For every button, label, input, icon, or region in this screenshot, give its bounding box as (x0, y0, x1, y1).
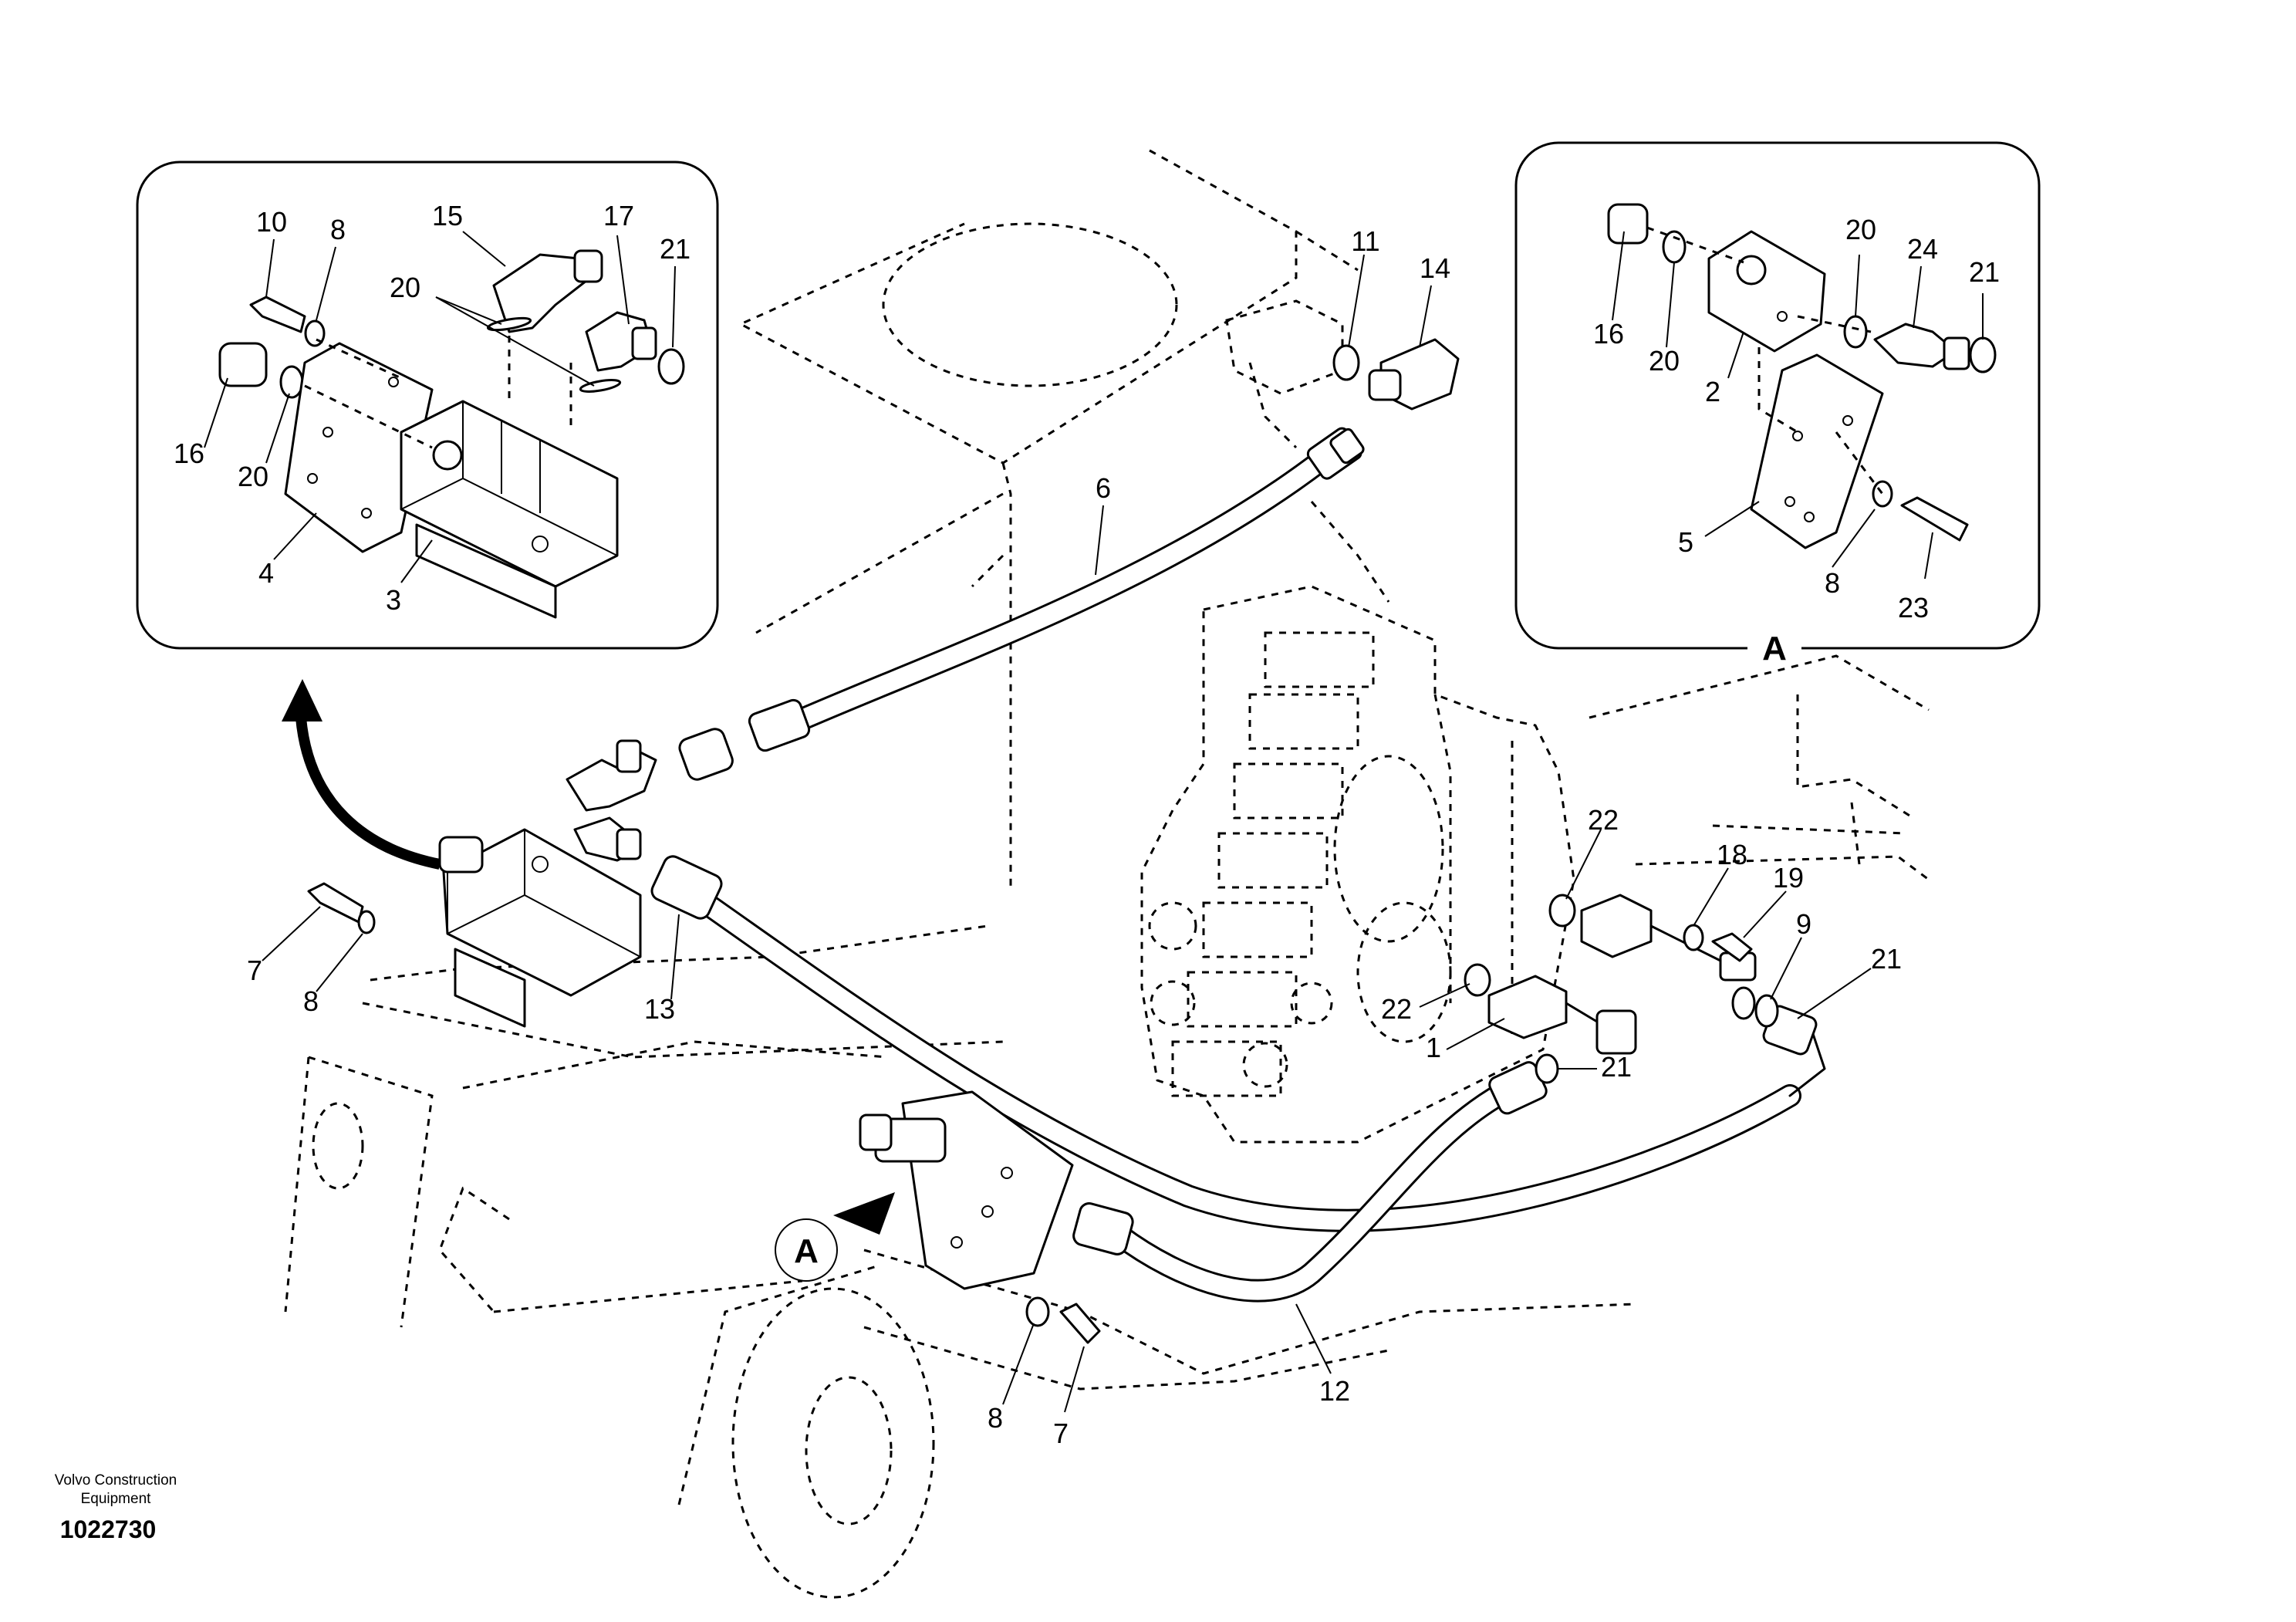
callout-19: 19 (1773, 862, 1804, 894)
hose-6-end-lower (678, 698, 811, 781)
curved-arrow (282, 679, 441, 870)
callout-4: 4 (258, 557, 274, 589)
callout-14: 14 (1420, 252, 1450, 284)
callout-22-upper: 22 (1588, 804, 1619, 836)
callouts-main: 11 14 6 7 8 13 22 18 19 9 21 22 1 21 8 7… (247, 225, 1902, 1449)
callout-3: 3 (386, 584, 401, 616)
footer: Volvo Construction Equipment 1022730 (55, 1472, 177, 1543)
callouts-inset-left: 10 8 15 17 20 21 16 20 4 3 (174, 200, 690, 616)
callout-1: 1 (1426, 1032, 1441, 1063)
machine-outline-dashed (284, 149, 1930, 1599)
callout-20-lower: 20 (238, 461, 268, 492)
callout-16: 16 (174, 438, 204, 469)
drawing-number: 1022730 (60, 1516, 157, 1543)
callout-20-right: 20 (1649, 345, 1680, 377)
footer-company-line2: Equipment (81, 1491, 152, 1507)
callout-11: 11 (1351, 225, 1379, 257)
hose-6-end-upper (1306, 427, 1365, 480)
hose-12-end-lower (1072, 1202, 1134, 1255)
callout-15: 15 (432, 200, 463, 231)
control-valve-dashed (1140, 299, 1575, 1144)
callout-9: 9 (1796, 908, 1811, 940)
callout-24: 24 (1907, 233, 1938, 265)
callout-6: 6 (1096, 472, 1111, 504)
inset-left-frame (136, 161, 719, 650)
elbow-fitting-upper (566, 739, 657, 812)
callout-12: 12 (1319, 1375, 1350, 1407)
footer-company-line1: Volvo Construction (55, 1472, 177, 1489)
callout-10: 10 (256, 206, 287, 238)
hoses (683, 448, 1826, 1303)
hose-13-end (650, 855, 723, 920)
callout-8-right: 8 (1825, 567, 1840, 599)
callout-16-right: 16 (1593, 318, 1624, 350)
callout-5: 5 (1678, 526, 1693, 558)
callout-2: 2 (1705, 376, 1720, 407)
callout-21-right: 21 (1969, 256, 2000, 288)
bolt-7-left (307, 882, 376, 934)
callout-21-main-right: 21 (1871, 943, 1902, 975)
elbow-fitting-lower (573, 816, 642, 862)
leader-lines (204, 231, 1984, 1413)
fitting-11-14 (1332, 338, 1460, 411)
callout-7-lower: 7 (1053, 1418, 1069, 1449)
main-view-label: A (794, 1232, 819, 1270)
view-a-circle (775, 1218, 838, 1282)
callout-21: 21 (660, 233, 690, 265)
callout-7-left: 7 (247, 955, 262, 986)
flange-fittings-right (1464, 894, 1779, 1084)
callout-8-left: 8 (303, 985, 319, 1017)
bolt-7-lower (1025, 1296, 1101, 1344)
bracket-plate-A (859, 1090, 1074, 1290)
callout-17: 17 (603, 200, 634, 231)
callout-22-lower: 22 (1381, 993, 1412, 1025)
main-components (282, 338, 1818, 1344)
inset-left (136, 161, 719, 650)
callout-13: 13 (644, 993, 675, 1025)
callout-18: 18 (1717, 839, 1747, 870)
pointer-triangle (833, 1192, 895, 1235)
callouts-inset-right: 16 20 2 20 24 21 5 8 23 A (1593, 214, 2000, 667)
callout-8-lower: 8 (988, 1402, 1003, 1434)
inset-view-label: A (1762, 630, 1787, 667)
callout-8: 8 (330, 214, 346, 245)
callout-23: 23 (1898, 592, 1929, 623)
callout-20-right-upper: 20 (1845, 214, 1876, 245)
inset-right (1514, 141, 2041, 660)
swivel-block-main (438, 828, 642, 1028)
callout-20: 20 (390, 272, 420, 303)
callout-21-main-lower: 21 (1601, 1051, 1632, 1083)
